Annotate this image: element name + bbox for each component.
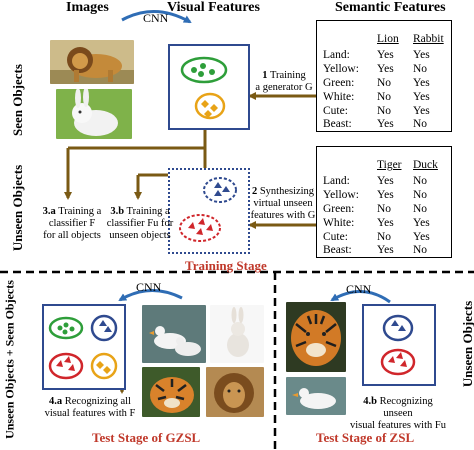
lion-image	[50, 40, 134, 84]
gzsl-visual-features-box	[42, 304, 126, 390]
seen-col-rabbit: Rabbit	[413, 33, 444, 45]
rabbit-image-gzsl	[210, 305, 264, 363]
semantic-features-header: Semantic Features	[335, 0, 446, 15]
zsl-stage-label: Test Stage of ZSL	[316, 430, 415, 445]
cnn-label-zsl: CNN	[346, 282, 372, 296]
unseen-col-tiger: Tiger	[377, 159, 402, 171]
training-stage-label: Training Stage	[185, 258, 267, 273]
duck-image-zsl	[286, 377, 346, 415]
images-header: Images	[66, 0, 109, 15]
cnn-arrow-top	[121, 10, 192, 24]
lion-image-gzsl	[206, 367, 264, 417]
zsl-visual-features-box	[362, 304, 436, 386]
unseen-objects-label: Unseen Objects	[10, 164, 25, 252]
cnn-label-gzsl: CNN	[136, 280, 162, 294]
cnn-arrow-zsl	[330, 290, 391, 304]
seen-col-lion: Lion	[377, 33, 399, 45]
seen-objects-label: Seen Objects	[10, 64, 25, 136]
cnn-top-label: CNN	[143, 11, 169, 25]
unseen-plus-seen-label: Unseen Objects + Seen Objects	[2, 280, 17, 439]
tiger-image-gzsl	[142, 367, 200, 417]
seen-visual-features-box	[168, 44, 250, 130]
duck-image-gzsl	[142, 305, 206, 363]
virtual-unseen-features-box	[168, 168, 250, 254]
rabbit-image	[56, 89, 132, 139]
cnn-arrow-gzsl	[118, 288, 183, 302]
visual-features-header: Visual Features	[167, 0, 260, 15]
unseen-col-duck: Duck	[413, 159, 438, 171]
tiger-image-zsl	[286, 302, 346, 372]
gzsl-stage-label: Test Stage of GZSL	[92, 430, 201, 445]
unseen-objects-right-label: Unseen Objects	[460, 300, 474, 388]
